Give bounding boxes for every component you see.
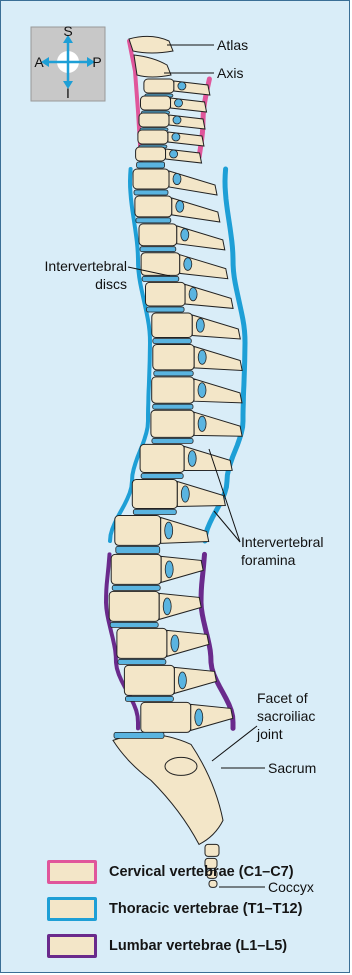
intervertebral-foramen [198, 383, 206, 398]
vertebral-body [141, 96, 171, 110]
vertebral-body [136, 147, 166, 161]
sacrum-bone [113, 734, 223, 844]
vertebral-body [139, 113, 169, 127]
label-intervertebral-discs-2: discs [95, 276, 127, 292]
intervertebral-foramen [176, 201, 184, 213]
label-atlas: Atlas [217, 37, 248, 53]
vertebral-body [115, 516, 161, 546]
intervertebral-foramen [165, 561, 173, 578]
vertebral-body [153, 345, 194, 370]
label-facet-3: joint [256, 726, 283, 742]
legend-cervical-label: Cervical vertebrae (C1–C7) [109, 864, 294, 880]
intervertebral-foramen [172, 133, 180, 141]
vertebral-body [133, 169, 169, 189]
intervertebral-foramen [175, 99, 183, 107]
intervertebral-disc [134, 190, 168, 195]
vertebral-body [117, 628, 167, 658]
axis-bone [134, 55, 171, 77]
label-facet-1: Facet of [257, 690, 308, 706]
vertebral-body [140, 444, 184, 472]
intervertebral-disc [140, 247, 176, 252]
vertebral-body [144, 79, 174, 93]
intervertebral-foramen [170, 150, 178, 158]
intervertebral-foramen [181, 486, 189, 502]
intervertebral-foramen [198, 416, 206, 431]
intervertebral-disc [142, 276, 179, 281]
legend-lumbar-swatch [47, 934, 97, 958]
intervertebral-foramen [171, 635, 179, 652]
intervertebral-foramen [188, 451, 196, 467]
vertebral-body [135, 196, 172, 217]
intervertebral-foramen [173, 116, 181, 124]
intervertebral-foramen [178, 672, 186, 689]
legend-lumbar-label: Lumbar vertebrae (L1–L5) [109, 938, 287, 954]
compass-anterior: A [34, 54, 44, 70]
intervertebral-disc [141, 474, 183, 479]
intervertebral-foramen [189, 288, 197, 301]
vertebral-body [138, 130, 168, 144]
label-intervertebral-foramina-1: Intervertebral [241, 534, 323, 550]
atlas-bone [129, 36, 173, 53]
vertebral-body [139, 224, 177, 246]
intervertebral-disc [153, 404, 193, 409]
label-axis: Axis [217, 65, 243, 81]
compass-posterior: P [92, 54, 101, 70]
vertebral-body [111, 554, 161, 584]
intervertebral-disc [152, 438, 193, 443]
intervertebral-disc [110, 622, 158, 627]
legend-cervical: Cervical vertebrae (C1–C7) [47, 857, 294, 887]
vertebral-body [152, 313, 193, 338]
legend-thoracic-swatch [47, 897, 97, 921]
sacroiliac-facet [165, 757, 197, 775]
vertebral-body [146, 282, 186, 306]
lumbosacral-disc [114, 732, 164, 738]
intervertebral-disc [133, 510, 176, 515]
intervertebral-disc [112, 585, 160, 590]
label-intervertebral-foramina-2: foramina [241, 552, 296, 568]
intervertebral-disc [118, 659, 166, 664]
intervertebral-disc [154, 371, 193, 376]
intervertebral-disc [153, 339, 192, 344]
intervertebral-foramen [165, 522, 173, 539]
legend-thoracic-label: Thoracic vertebrae (T1–T12) [109, 901, 302, 917]
intervertebral-disc [116, 546, 160, 553]
legend-thoracic: Thoracic vertebrae (T1–T12) [47, 894, 302, 924]
intervertebral-foramen [195, 709, 203, 726]
vertebral-column [106, 36, 245, 887]
orientation-compass: S I A P [31, 23, 105, 101]
intervertebral-foramen [173, 173, 181, 184]
intervertebral-disc [147, 307, 185, 312]
intervertebral-foramen [198, 350, 206, 364]
facet-leader [212, 726, 257, 761]
intervertebral-foramen [178, 82, 186, 90]
coccyx-segment [205, 844, 219, 856]
label-intervertebral-discs-1: Intervertebral [45, 258, 127, 274]
vertebral-body [141, 253, 180, 276]
vertebral-body [151, 410, 194, 437]
intervertebral-foramen [196, 318, 204, 332]
foramina-leader-1 [214, 511, 240, 542]
intervertebral-foramen [184, 258, 192, 271]
intervertebral-disc [136, 218, 171, 223]
vertebral-body [132, 480, 177, 509]
label-facet-2: sacroiliac [257, 708, 315, 724]
vertebral-body [152, 377, 194, 403]
label-sacrum: Sacrum [268, 760, 316, 776]
intervertebral-foramen [163, 598, 171, 615]
intervertebral-foramen [181, 229, 189, 241]
legend-cervical-swatch [47, 860, 97, 884]
vertebral-body [124, 665, 174, 695]
intervertebral-disc [125, 696, 173, 701]
vertebral-body [109, 591, 159, 621]
legend-lumbar: Lumbar vertebrae (L1–L5) [47, 931, 287, 961]
compass-superior: S [63, 23, 72, 39]
vertebral-body [141, 702, 191, 732]
compass-inferior: I [66, 85, 70, 101]
intervertebral-disc [137, 162, 165, 168]
